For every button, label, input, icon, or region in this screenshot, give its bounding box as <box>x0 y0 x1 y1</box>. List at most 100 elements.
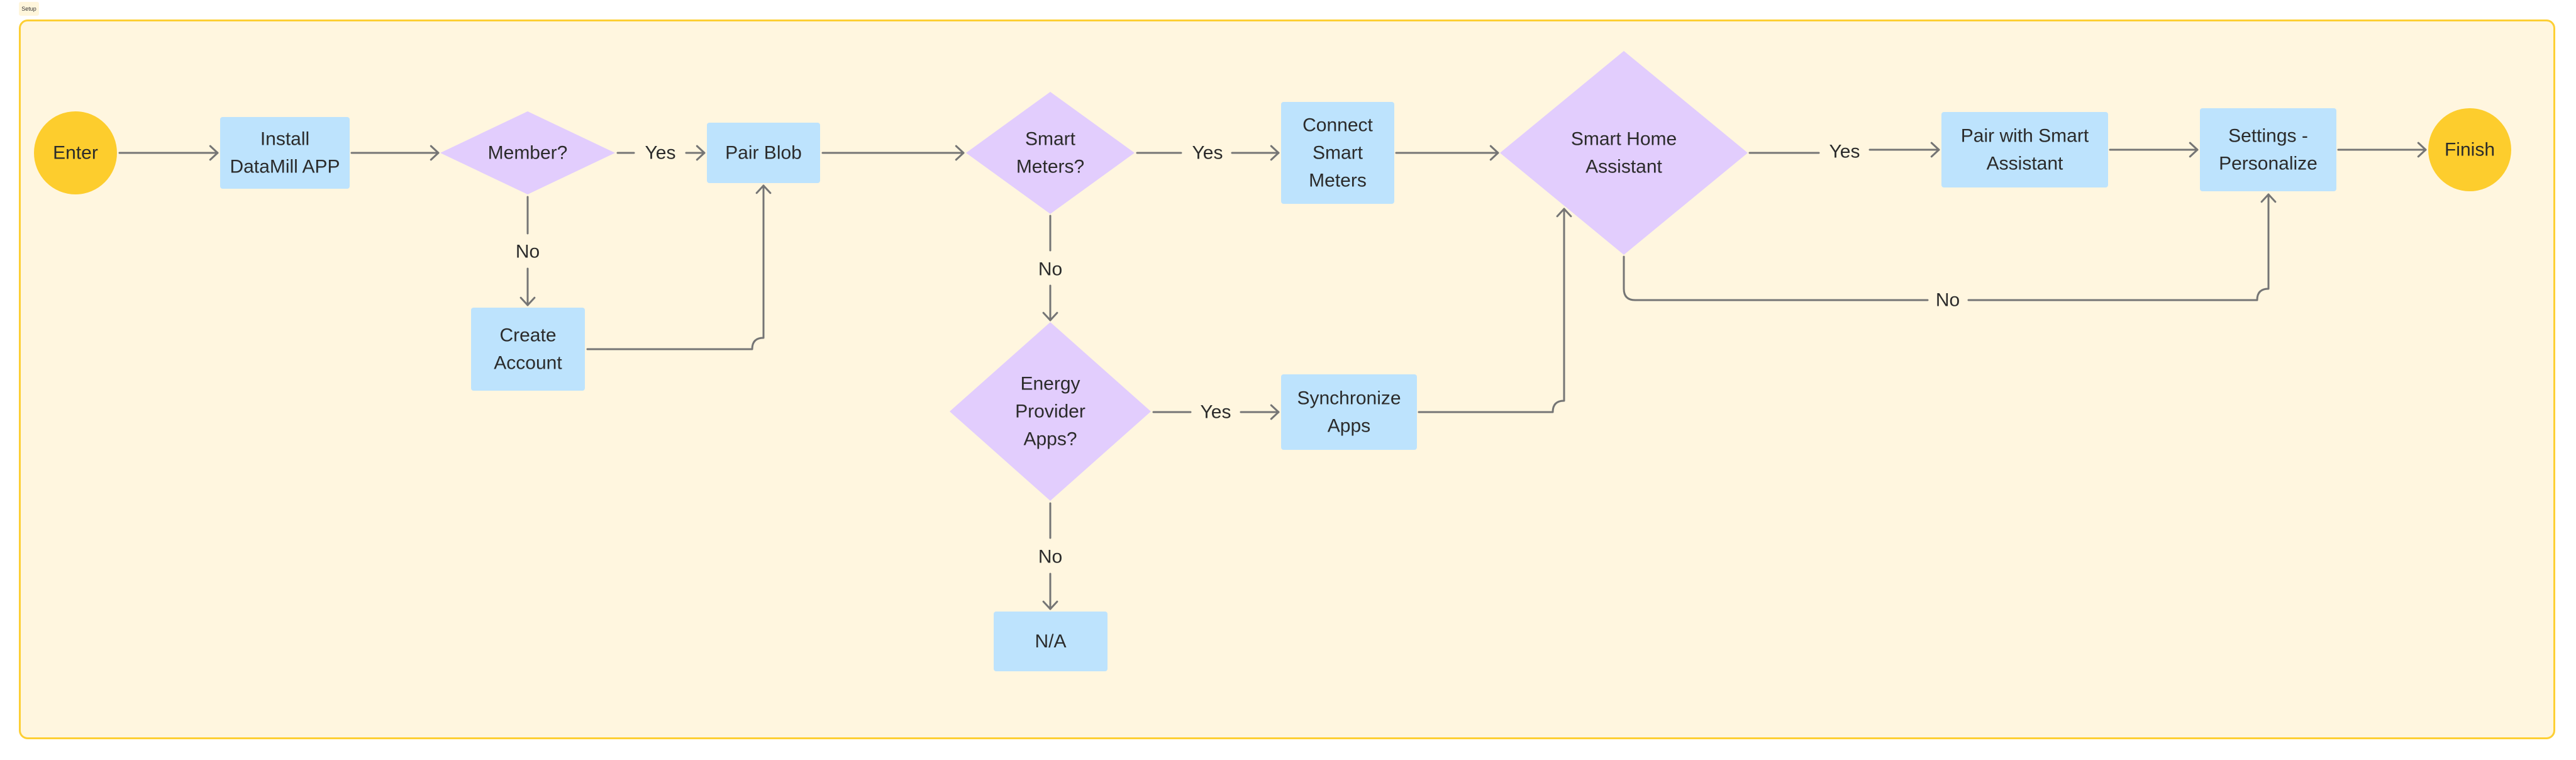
node-label: Create <box>499 325 556 346</box>
edge-label-no: No <box>1038 259 1062 280</box>
edge-home-pairassistant[interactable] <box>1748 142 1940 158</box>
node-enter[interactable]: Enter <box>34 111 117 194</box>
node-settings[interactable]: Settings - Personalize <box>2200 108 2336 191</box>
node-label: DataMill APP <box>230 157 340 177</box>
node-label: Connect <box>1302 115 1373 136</box>
edge-pairassistant-settings[interactable] <box>2109 142 2199 158</box>
edge-label-no: No <box>516 242 540 262</box>
edge-connect-home[interactable] <box>1395 145 1499 161</box>
node-label: Member? <box>488 143 568 164</box>
process-box <box>707 123 820 183</box>
process-box <box>1281 102 1394 204</box>
edge-sync-home[interactable] <box>1418 208 1572 413</box>
process-box <box>220 117 350 189</box>
process-box <box>994 612 1108 671</box>
node-label: Smart <box>1313 143 1363 164</box>
process-box <box>1941 112 2108 187</box>
arrowhead-icon <box>1042 311 1058 321</box>
arrowhead-icon <box>1556 208 1572 218</box>
edge-home-settings[interactable] <box>1623 193 2277 301</box>
node-label: Assistant <box>1585 157 1662 177</box>
node-label: Synchronize <box>1297 388 1401 409</box>
edge-label-yes: Yes <box>645 143 676 164</box>
node-label: Install <box>260 129 309 150</box>
edge-settings-finish[interactable] <box>2337 142 2427 158</box>
decision-diamond <box>950 322 1151 501</box>
arrowhead-icon <box>2189 142 2199 158</box>
edge-energy-na[interactable] <box>1042 502 1058 610</box>
node-label: N/A <box>1035 631 1066 652</box>
node-label: Meters <box>1309 170 1367 191</box>
node-member[interactable]: Member? <box>440 111 615 194</box>
node-label: Assistant <box>1987 154 2063 174</box>
edge-label-yes: Yes <box>1192 143 1223 164</box>
decision-diamond <box>966 92 1135 214</box>
process-box <box>1281 374 1417 450</box>
edge-meters-connect[interactable] <box>1136 145 1280 161</box>
arrowhead-icon <box>209 145 219 161</box>
node-label: Apps <box>1328 416 1370 437</box>
edges-layer <box>118 142 2427 610</box>
arrowhead-icon <box>2260 193 2277 203</box>
edge-create-pairblob[interactable] <box>586 184 772 350</box>
node-label: Enter <box>53 143 98 164</box>
arrowhead-icon <box>696 145 706 161</box>
edge-label-no: No <box>1038 547 1062 567</box>
node-label: Settings - <box>2228 126 2308 147</box>
connector-line <box>586 184 765 350</box>
node-label: Pair Blob <box>725 143 802 164</box>
node-label: Energy <box>1020 374 1080 394</box>
arrowhead-icon <box>755 184 772 194</box>
node-label: Finish <box>2445 140 2495 160</box>
arrowhead-icon <box>2417 142 2427 158</box>
edge-label-no: No <box>1936 290 1960 311</box>
node-finish[interactable]: Finish <box>2428 108 2511 191</box>
edge-label-yes: Yes <box>1829 142 1860 162</box>
node-label: Meters? <box>1016 157 1084 177</box>
edge-label-yes: Yes <box>1201 402 1231 423</box>
arrowhead-icon <box>955 145 965 161</box>
frame-label: Setup <box>19 2 39 16</box>
arrowhead-icon <box>1270 145 1280 161</box>
node-label: Account <box>494 353 562 374</box>
connector-line <box>1623 255 1929 301</box>
edge-energy-sync[interactable] <box>1152 404 1280 420</box>
node-label: Smart <box>1025 129 1076 150</box>
node-label: Personalize <box>2219 154 2318 174</box>
edge-meters-energy[interactable] <box>1042 215 1058 321</box>
arrowhead-icon <box>1930 142 1940 158</box>
edge-member-pairblob[interactable] <box>616 145 706 161</box>
node-label: Smart Home <box>1571 129 1677 150</box>
edge-install-member[interactable] <box>350 145 440 161</box>
connector-line <box>1967 193 2270 301</box>
decision-diamond <box>1500 51 1748 255</box>
node-label: Pair with Smart <box>1961 126 2089 147</box>
decision-diamond <box>440 111 615 194</box>
node-label: Apps? <box>1023 429 1077 450</box>
arrowhead-icon <box>430 145 440 161</box>
arrowhead-icon <box>1489 145 1499 161</box>
terminal-circle <box>2428 108 2511 191</box>
edge-pairblob-meters[interactable] <box>821 145 965 161</box>
terminal-circle <box>34 111 117 194</box>
arrowhead-icon <box>1042 600 1058 610</box>
edge-member-create[interactable] <box>519 196 536 306</box>
process-box <box>471 308 585 391</box>
node-pair-blob[interactable]: Pair Blob <box>707 123 820 183</box>
node-na[interactable]: N/A <box>994 612 1108 671</box>
arrowhead-icon <box>519 296 536 306</box>
edge-enter-install[interactable] <box>118 145 219 161</box>
connector-line <box>1418 208 1565 413</box>
node-label: Provider <box>1015 401 1085 422</box>
